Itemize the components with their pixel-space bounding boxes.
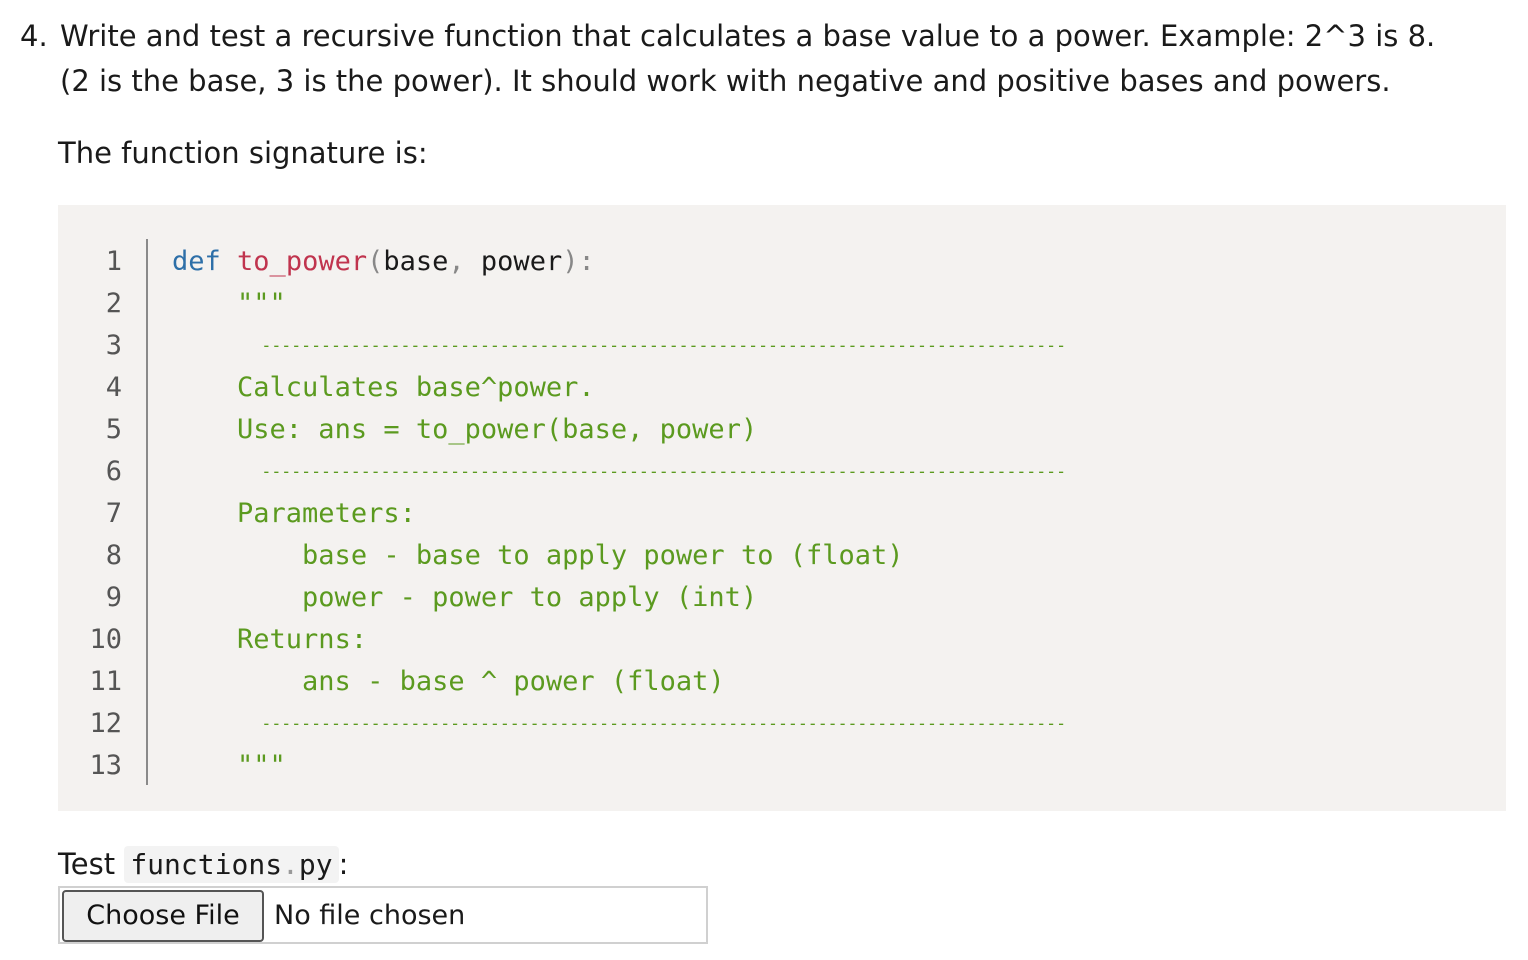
file-status-text: No file chosen xyxy=(274,900,466,931)
code-line-2: """ xyxy=(172,283,286,325)
open-paren: ( xyxy=(367,246,384,277)
code-line-4: Calculates base^power. xyxy=(172,367,595,409)
code-line-6: ----------------------------------------… xyxy=(172,451,1066,493)
docstring-divider-3: ----------------------------------------… xyxy=(261,714,1067,733)
line-number: 1 xyxy=(105,246,122,277)
filename-base: functions xyxy=(130,848,283,881)
docstring-returns-ans: ans - base ^ power (float) xyxy=(302,666,725,697)
close-paren-colon: ): xyxy=(562,246,595,277)
line-number: 10 xyxy=(89,624,122,655)
line-number: 13 xyxy=(89,750,122,781)
docstring-description: Calculates base^power. xyxy=(237,372,595,403)
code-line-10: Returns: xyxy=(172,619,367,661)
file-input[interactable]: Choose File No file chosen xyxy=(58,886,708,944)
line-number: 9 xyxy=(105,582,122,613)
question-number: 4. xyxy=(20,19,48,53)
code-line-1: def to_power(base, power): xyxy=(172,241,595,283)
param-power: power xyxy=(480,246,563,277)
docstring-divider-2: ----------------------------------------… xyxy=(261,462,1067,481)
line-number: 4 xyxy=(105,372,122,403)
line-number: 2 xyxy=(105,288,122,319)
filename-dot: . xyxy=(282,848,299,881)
question-line-2: (2 is the base, 3 is the power). It shou… xyxy=(60,64,1391,98)
docstring-returns-header: Returns: xyxy=(237,624,368,655)
test-colon: : xyxy=(338,847,349,881)
param-base: base xyxy=(383,246,449,277)
line-number: 6 xyxy=(105,456,122,487)
docstring-open: """ xyxy=(237,288,286,319)
line-number: 11 xyxy=(89,666,122,697)
gutter-divider xyxy=(146,239,148,785)
code-line-9: power - power to apply (int) xyxy=(172,577,757,619)
line-number: 3 xyxy=(105,330,122,361)
code-line-13: """ xyxy=(172,745,286,787)
line-number: 7 xyxy=(105,498,122,529)
choose-file-button[interactable]: Choose File xyxy=(62,890,264,942)
line-number: 12 xyxy=(89,708,122,739)
code-content: def to_power(base, power): """ ---------… xyxy=(172,241,1066,781)
code-line-12: ----------------------------------------… xyxy=(172,703,1066,745)
docstring-close: """ xyxy=(237,750,286,781)
code-line-11: ans - base ^ power (float) xyxy=(172,661,725,703)
docstring-param-base: base - base to apply power to (float) xyxy=(302,540,904,571)
comma: , xyxy=(448,246,465,277)
code-line-7: Parameters: xyxy=(172,493,416,535)
docstring-parameters-header: Parameters: xyxy=(237,498,416,529)
filename-ext: py xyxy=(298,848,333,881)
function-name: to_power xyxy=(237,246,368,277)
docstring-usage: Use: ans = to_power(base, power) xyxy=(237,414,758,445)
test-filename: functions.py xyxy=(124,846,339,883)
docstring-param-power: power - power to apply (int) xyxy=(302,582,758,613)
code-block: 1 2 3 4 5 6 7 8 9 10 11 12 13 def to_pow… xyxy=(58,205,1506,811)
line-number: 8 xyxy=(105,540,122,571)
question-line-1: Write and test a recursive function that… xyxy=(60,19,1436,53)
code-line-8: base - base to apply power to (float) xyxy=(172,535,904,577)
code-line-5: Use: ans = to_power(base, power) xyxy=(172,409,757,451)
docstring-divider-1: ----------------------------------------… xyxy=(261,336,1067,355)
test-word: Test xyxy=(58,847,116,881)
signature-label: The function signature is: xyxy=(58,136,428,170)
test-label: Test functions.py: xyxy=(58,842,348,887)
line-number: 5 xyxy=(105,414,122,445)
def-keyword: def xyxy=(172,246,221,277)
code-line-3: ----------------------------------------… xyxy=(172,325,1066,367)
